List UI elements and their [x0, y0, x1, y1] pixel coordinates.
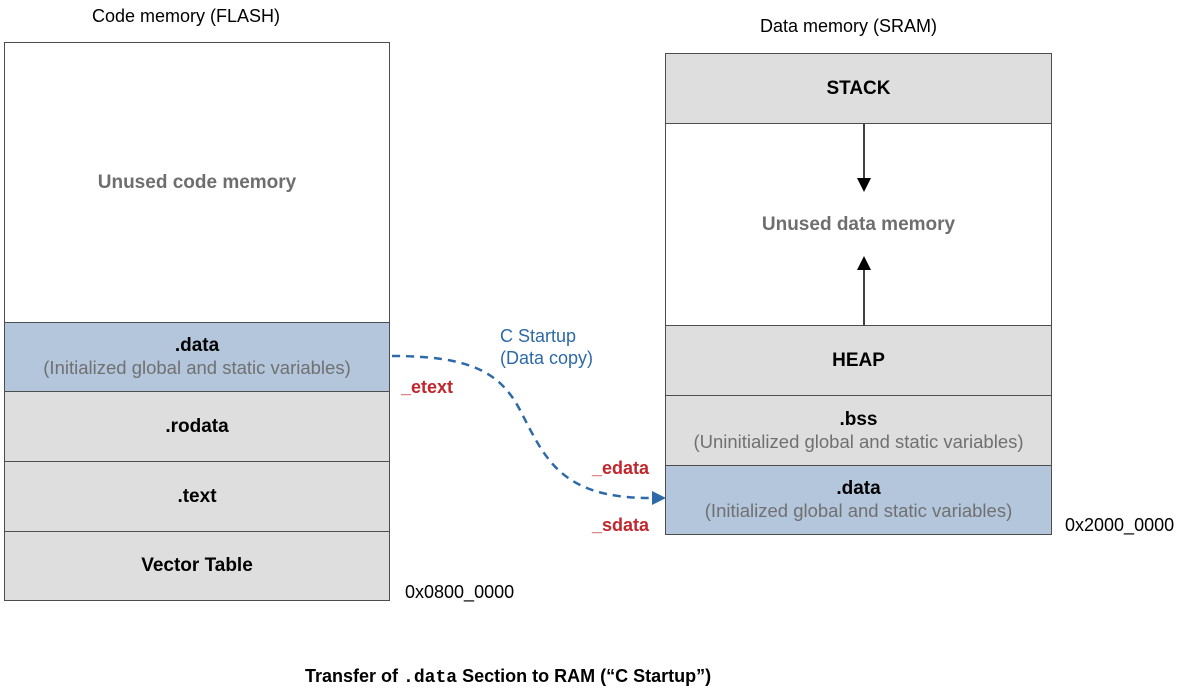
- sram-data-section: .data (Initialized global and static var…: [665, 465, 1052, 535]
- heap-section: HEAP: [665, 325, 1052, 396]
- caption-suffix: Section to RAM (“C Startup”): [462, 666, 712, 686]
- caption-code: .data: [403, 668, 458, 688]
- data-copy-arrow-curve: [391, 354, 651, 500]
- sdata-symbol: _sdata: [592, 515, 650, 535]
- unused-code-memory-region: Unused code memory: [4, 42, 390, 323]
- flash-data-section: .data (Initialized global and static var…: [4, 322, 390, 392]
- stack-label: STACK: [826, 77, 891, 99]
- data-copy-arrowhead: [652, 491, 666, 505]
- vector-table-label: Vector Table: [141, 555, 253, 576]
- rodata-section: .rodata: [4, 391, 390, 462]
- transfer-note-line2: (Data copy): [500, 348, 594, 368]
- heap-label: HEAP: [832, 349, 885, 371]
- unused-data-memory-label: Unused data memory: [761, 213, 956, 235]
- stack-section: STACK: [665, 53, 1052, 124]
- sram-data-subtitle: (Initialized global and static variables…: [704, 500, 1013, 521]
- flash-data-subtitle: (Initialized global and static variables…: [43, 357, 351, 378]
- unused-data-memory-region: Unused data memory: [665, 123, 1052, 326]
- diagram-caption: Transfer of .data Section to RAM (“C Sta…: [305, 666, 711, 688]
- transfer-note: C Startup (Data copy): [500, 325, 593, 369]
- text-label: .text: [177, 485, 217, 507]
- bss-subtitle: (Uninitialized global and static variabl…: [693, 430, 1024, 452]
- flash-title: Code memory (FLASH): [92, 6, 281, 26]
- vector-table-section: Vector Table: [4, 531, 390, 601]
- sram-title: Data memory (SRAM): [760, 16, 938, 36]
- rodata-label: .rodata: [165, 415, 229, 437]
- bss-title: .bss: [839, 408, 878, 430]
- caption-prefix: Transfer of: [305, 666, 399, 686]
- etext-symbol: _etext: [401, 377, 454, 397]
- edata-symbol: _edata: [592, 458, 650, 478]
- stack-growth-arrowhead: [857, 178, 871, 192]
- flash-data-title: .data: [174, 335, 220, 356]
- flash-base-address: 0x0800_0000: [405, 582, 515, 602]
- text-section: .text: [4, 461, 390, 532]
- sram-base-address: 0x2000_0000: [1065, 515, 1175, 535]
- heap-growth-arrowhead: [857, 256, 871, 270]
- unused-code-memory-label: Unused code memory: [97, 171, 297, 193]
- sram-data-title: .data: [836, 478, 881, 499]
- bss-section: .bss (Uninitialized global and static va…: [665, 395, 1052, 466]
- transfer-note-line1: C Startup: [500, 326, 577, 346]
